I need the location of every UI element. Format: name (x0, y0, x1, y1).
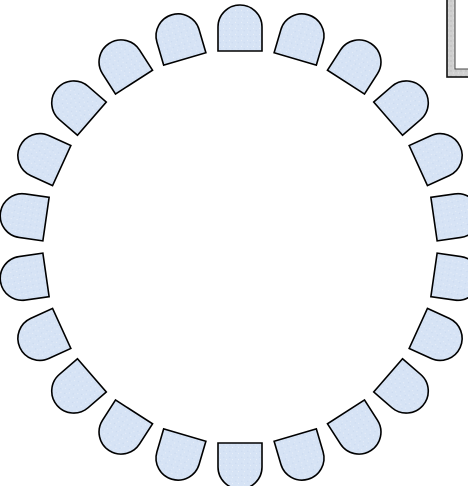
seat (274, 429, 329, 486)
seat (374, 359, 438, 422)
seat (11, 126, 71, 185)
seat (218, 5, 262, 51)
seat (274, 9, 329, 66)
seat (327, 32, 389, 94)
seat (91, 400, 153, 462)
seat-ring (0, 5, 468, 486)
seat (151, 429, 206, 486)
corner-thumbnail (447, 0, 468, 77)
seat (151, 9, 206, 66)
seat (43, 359, 107, 422)
seat (0, 191, 49, 241)
seat (43, 72, 107, 135)
seat (409, 126, 468, 185)
seat (327, 400, 389, 462)
seat (11, 308, 71, 367)
seat (0, 253, 49, 303)
seat (431, 191, 468, 241)
seat (374, 72, 438, 135)
seat (91, 32, 153, 94)
seat (409, 308, 468, 367)
seat (218, 443, 262, 486)
seat (431, 253, 468, 303)
